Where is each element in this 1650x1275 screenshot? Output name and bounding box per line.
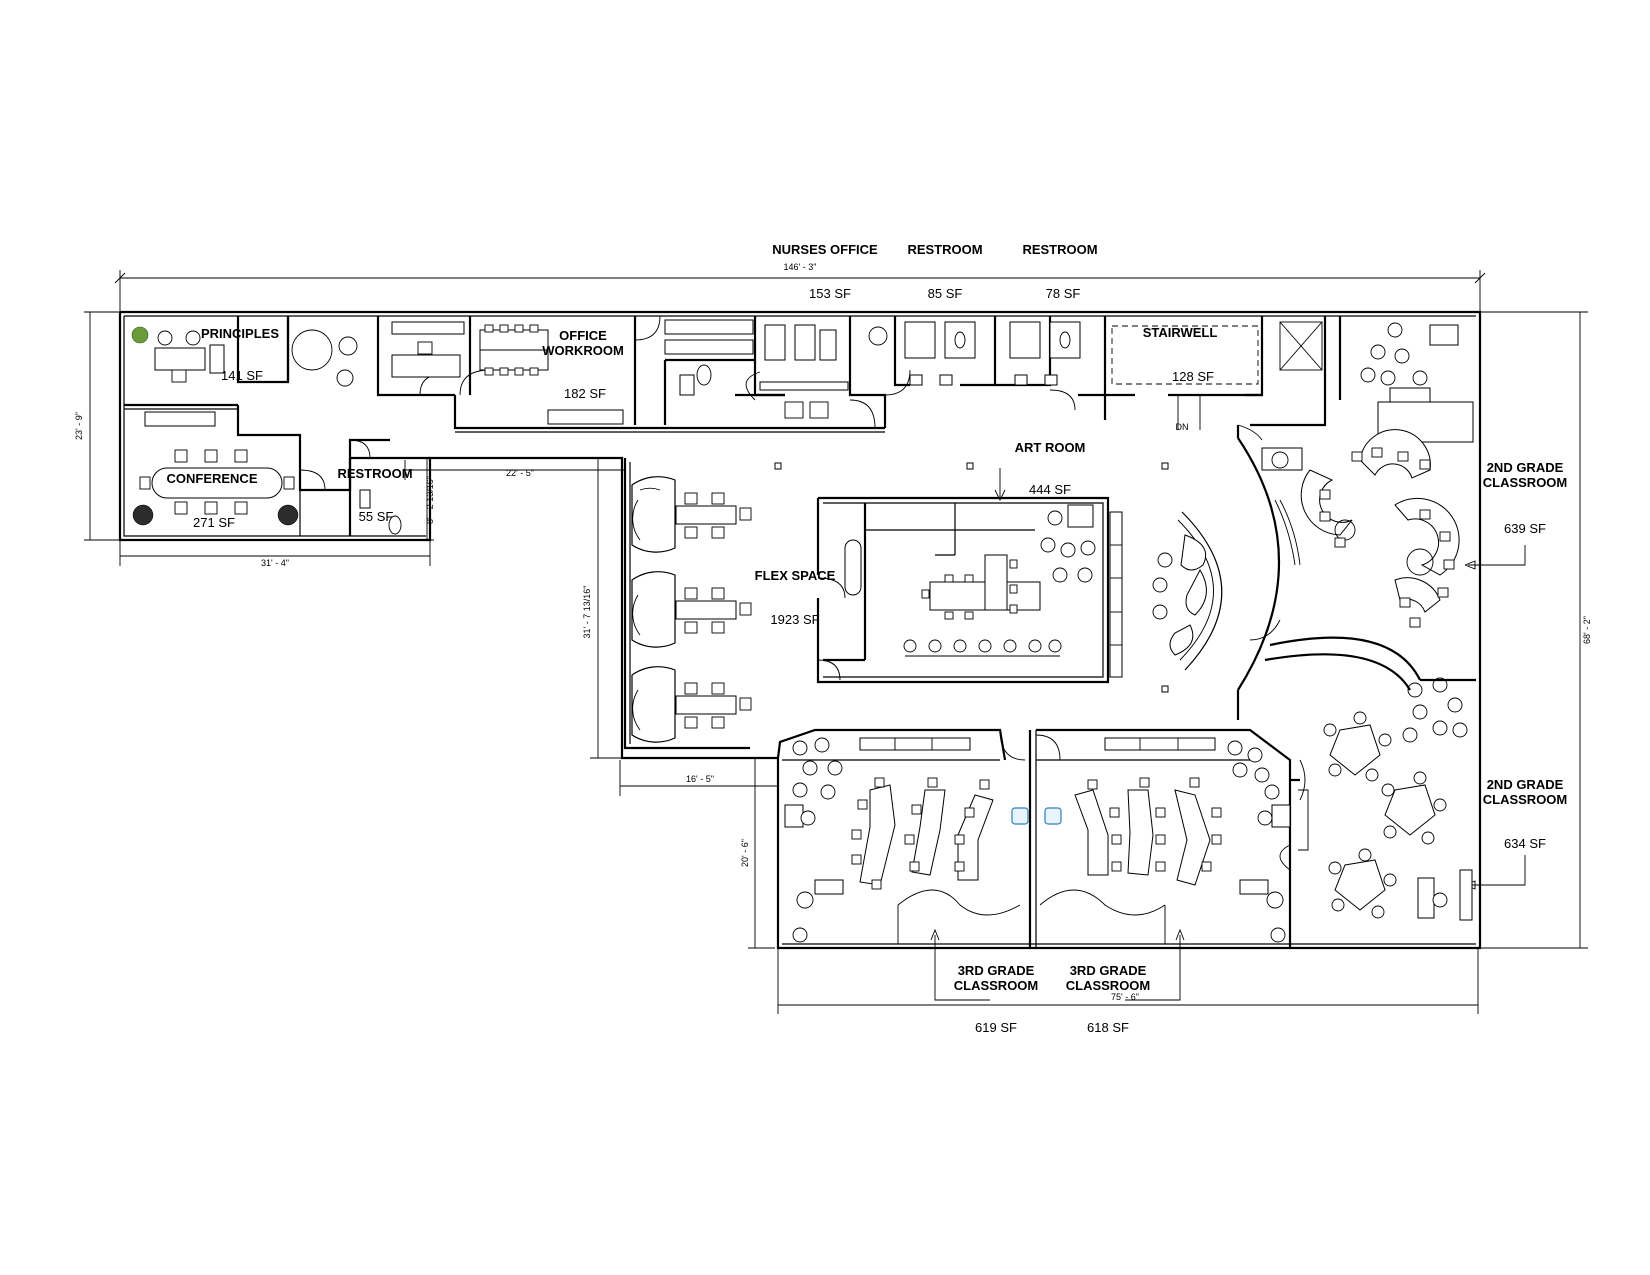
- label-art-room: ART ROOM: [1015, 440, 1086, 455]
- conference-furniture: [132, 411, 402, 535]
- workroom-furniture: [479, 319, 754, 425]
- dim-left-height: 23' - 9": [74, 412, 84, 440]
- plant-icon: [277, 504, 299, 526]
- label-grade2-b-line1: 2ND GRADE: [1487, 777, 1564, 792]
- area-nurses: 153 SF: [809, 286, 851, 301]
- label-office: OFFICE: [559, 328, 607, 343]
- label-grade3-b-line2: CLASSROOM: [1066, 978, 1151, 993]
- dim-restroom-height: 8' - 2 13/16": [425, 476, 435, 524]
- label-flex-space: FLEX SPACE: [755, 568, 836, 583]
- area-principles: 141 SF: [221, 368, 263, 383]
- restroom-fixtures: [904, 321, 1081, 386]
- area-workroom: 182 SF: [564, 386, 606, 401]
- area-flex-space: 1923 SF: [770, 612, 819, 627]
- label-grade3-a-line2: CLASSROOM: [954, 978, 1039, 993]
- label-conference: CONFERENCE: [166, 471, 257, 486]
- area-conference: 271 SF: [193, 515, 235, 530]
- accent-chair-icon: [1011, 807, 1029, 825]
- grade3-left-furniture: [784, 737, 1029, 944]
- area-art-room: 444 SF: [1029, 482, 1071, 497]
- area-grade3-b: 618 SF: [1087, 1020, 1129, 1035]
- grade2-top-furniture: [1261, 322, 1474, 628]
- doors: [299, 315, 1306, 871]
- walls: [118, 310, 1482, 950]
- dim-right-height: 68' - 2": [1582, 616, 1592, 644]
- dim-corridor-width: 22' - 5": [506, 468, 534, 478]
- area-grade3-a: 619 SF: [975, 1020, 1017, 1035]
- dim-overall-width: 146' - 3": [784, 262, 817, 272]
- label-grade2-a-line1: 2ND GRADE: [1487, 460, 1564, 475]
- plant-icon: [131, 326, 149, 344]
- flex-space-furniture: [631, 462, 1169, 743]
- label-grade3-b-line1: 3RD GRADE: [1070, 963, 1147, 978]
- plant-icon: [132, 504, 154, 526]
- dim-bottom-width: 75' - 6": [1111, 992, 1139, 1002]
- dim-flex-height: 31' - 7 13/16": [582, 586, 592, 639]
- grade3-right-furniture: [1039, 737, 1291, 944]
- area-labels: 153 SF 85 SF 78 SF 141 SF 182 SF 128 SF …: [193, 286, 1546, 1035]
- art-room-furniture: [844, 504, 1223, 678]
- label-grade2-b-line2: CLASSROOM: [1483, 792, 1568, 807]
- label-nurses-office: NURSES OFFICE: [772, 242, 878, 257]
- area-restroom-small: 55 SF: [359, 509, 394, 524]
- label-restroom-a: RESTROOM: [907, 242, 982, 257]
- area-stairwell: 128 SF: [1172, 369, 1214, 384]
- grade2-bottom-furniture: [1298, 677, 1473, 921]
- dimension-labels: 146' - 3" 23' - 9" 31' - 4" 22' - 5" 8' …: [74, 262, 1592, 1002]
- accent-chair-icon: [1044, 807, 1062, 825]
- nurse-furniture: [679, 324, 888, 419]
- dimension-lines: [84, 270, 1588, 1014]
- dim-classroom-height: 20' - 6": [740, 839, 750, 867]
- area-restroom-a: 85 SF: [928, 286, 963, 301]
- stairwell-drawing: [1111, 321, 1323, 430]
- area-grade2-a: 639 SF: [1504, 521, 1546, 536]
- office-entry-furniture: [291, 321, 465, 387]
- area-grade2-b: 634 SF: [1504, 836, 1546, 851]
- label-stair-down: DN: [1176, 422, 1189, 432]
- label-workroom: WORKROOM: [542, 343, 624, 358]
- label-grade3-a-line1: 3RD GRADE: [958, 963, 1035, 978]
- label-restroom-b: RESTROOM: [1022, 242, 1097, 257]
- principles-office-furniture: [131, 326, 225, 383]
- dim-left-width: 31' - 4": [261, 558, 289, 568]
- label-restroom-small: RESTROOM: [337, 466, 412, 481]
- label-grade2-a-line2: CLASSROOM: [1483, 475, 1568, 490]
- room-labels: NURSES OFFICE RESTROOM RESTROOM PRINCIPL…: [166, 242, 1567, 993]
- dim-flex-width: 16' - 5": [686, 774, 714, 784]
- area-restroom-b: 78 SF: [1046, 286, 1081, 301]
- label-principles: PRINCIPLES: [201, 326, 279, 341]
- label-stairwell: STAIRWELL: [1143, 325, 1218, 340]
